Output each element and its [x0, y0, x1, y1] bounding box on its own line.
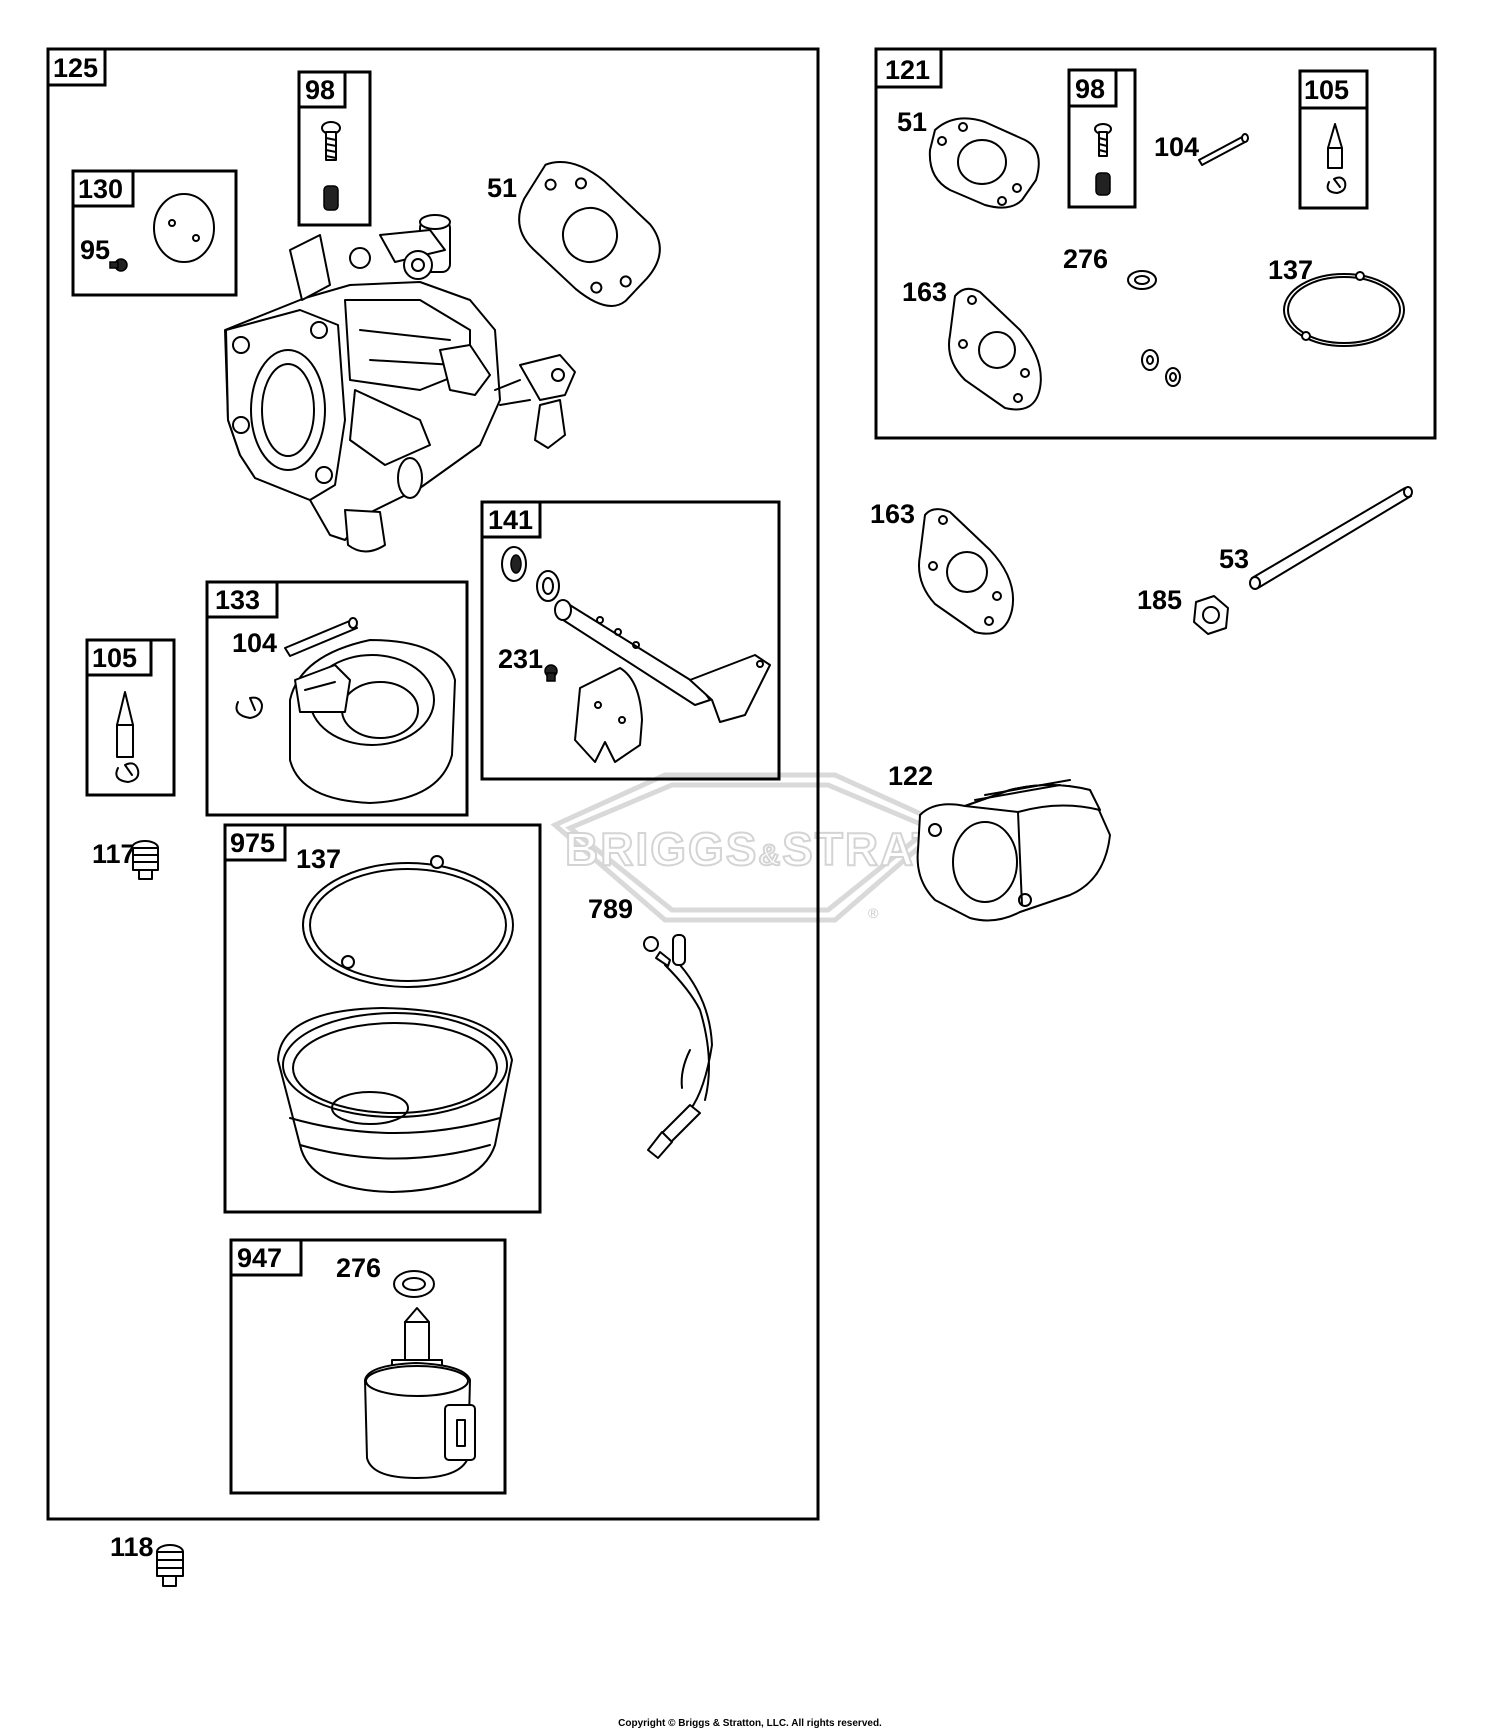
pilot-jet-icon — [156, 1544, 184, 1587]
group-105-kit-tag-box — [1298, 69, 1369, 110]
solenoid-wire-icon — [643, 934, 713, 1159]
group-133-tag-box — [205, 580, 279, 619]
label-95: 95 — [80, 235, 110, 265]
label-789: 789 — [588, 894, 633, 924]
label-104-float: 104 — [232, 628, 277, 658]
label-231: 231 — [498, 644, 543, 674]
group-133: 133 104 — [205, 580, 469, 817]
float-bowl-icon — [277, 1007, 513, 1193]
main-jet-icon — [131, 840, 159, 880]
label-118: 118 — [110, 1532, 154, 1562]
bowl-gasket-icon — [302, 855, 514, 988]
group-975-tag-box — [223, 823, 287, 862]
fuel-solenoid-icon — [364, 1307, 476, 1479]
group-98-left-tag-box — [297, 70, 347, 109]
kit-bowl-gasket-icon — [1283, 271, 1405, 347]
washer-icon — [536, 570, 560, 602]
label-104-kit: 104 — [1154, 132, 1199, 162]
kit-needle-icon — [1327, 123, 1343, 169]
group-141: 141 231 — [480, 500, 781, 781]
float-icon — [289, 639, 456, 804]
throttle-plate-icon — [153, 193, 215, 263]
solenoid-washer-icon — [393, 1270, 435, 1298]
label-163-kit: 163 — [902, 277, 947, 307]
group-141-frame — [480, 500, 781, 781]
group-125-frame — [46, 47, 820, 1521]
kit-screw-icon — [1094, 123, 1112, 157]
kit-small-washers-icon — [1141, 349, 1181, 387]
needle-clip-icon — [235, 696, 263, 719]
group-105-kit-tag: 105 — [1304, 75, 1349, 105]
kit-pin-icon — [1198, 133, 1249, 166]
choke-shaft-icon — [554, 599, 771, 723]
needle-clip-small-icon — [115, 762, 140, 783]
group-133-frame — [205, 580, 469, 817]
group-130: 130 95 — [71, 169, 238, 297]
watermark-amp: & — [758, 839, 782, 872]
group-121-tag-box — [874, 47, 943, 89]
group-98-kit-tag-box — [1067, 68, 1118, 108]
group-141-tag-box — [480, 500, 542, 539]
group-947-frame — [229, 1238, 507, 1495]
group-975-frame — [223, 823, 542, 1214]
label-122: 122 — [888, 761, 933, 791]
carburetor-gasket-icon — [518, 161, 661, 307]
watermark-brand-left: BRIGGS — [565, 823, 758, 875]
intake-spacer-icon — [916, 779, 1111, 922]
copyright-footer: Copyright © Briggs & Stratton, LLC. All … — [618, 1718, 882, 1729]
mixture-screw-icon — [321, 121, 341, 161]
group-133-tag: 133 — [215, 585, 260, 615]
group-98-left-tag: 98 — [305, 75, 335, 105]
group-105-left-tag: 105 — [92, 643, 137, 673]
choke-plate-icon — [574, 667, 643, 763]
float-pin-icon — [284, 617, 358, 657]
kit-washer-icon — [1127, 270, 1157, 290]
group-130-tag-box — [71, 169, 135, 208]
group-947-tag: 947 — [237, 1243, 282, 1273]
label-185: 185 — [1137, 585, 1182, 615]
group-105-left-tag-box — [85, 638, 153, 677]
mounting-stud-icon — [1249, 486, 1413, 590]
label-137-bowl: 137 — [296, 844, 341, 874]
group-121: 121 51 98 104 105 — [874, 47, 1437, 440]
group-130-frame — [71, 169, 238, 297]
group-98-kit-tag: 98 — [1075, 74, 1105, 104]
kit-spring-icon — [1095, 172, 1111, 196]
group-947-tag-box — [229, 1238, 303, 1277]
label-276-solenoid: 276 — [336, 1253, 381, 1283]
spring-icon — [323, 185, 339, 211]
group-947: 947 276 — [229, 1238, 507, 1495]
choke-screw-icon — [544, 664, 558, 682]
intake-gasket-icon — [918, 508, 1014, 635]
label-51-kit: 51 — [897, 107, 927, 137]
group-125-tag-box — [46, 47, 107, 87]
kit-intake-gasket-icon — [948, 287, 1042, 411]
shaft-seal-icon — [501, 546, 527, 582]
group-98-left: 98 — [297, 70, 372, 227]
label-137-kit: 137 — [1268, 255, 1313, 285]
small-screw-icon — [109, 258, 128, 272]
group-105-left: 105 — [85, 638, 176, 797]
kit-gasket-icon — [928, 117, 1040, 209]
group-125-tag: 125 — [53, 53, 98, 83]
flange-nut-icon — [1193, 595, 1229, 635]
watermark-registered: ® — [868, 905, 879, 921]
group-130-tag: 130 — [78, 174, 123, 204]
group-975-tag: 975 — [230, 828, 275, 858]
kit-clip-icon — [1326, 176, 1347, 194]
group-141-tag: 141 — [488, 505, 533, 535]
label-53: 53 — [1219, 544, 1249, 574]
label-51-top: 51 — [487, 173, 517, 203]
inlet-needle-icon — [116, 691, 134, 758]
group-125: 125 — [46, 47, 820, 1521]
label-276-kit: 276 — [1063, 244, 1108, 274]
label-117: 117 — [92, 839, 136, 869]
carburetor-body-icon — [224, 214, 576, 553]
group-121-frame — [874, 47, 1437, 440]
label-163-outside: 163 — [870, 499, 915, 529]
group-121-tag: 121 — [885, 55, 930, 85]
group-975: 975 137 — [223, 823, 542, 1214]
